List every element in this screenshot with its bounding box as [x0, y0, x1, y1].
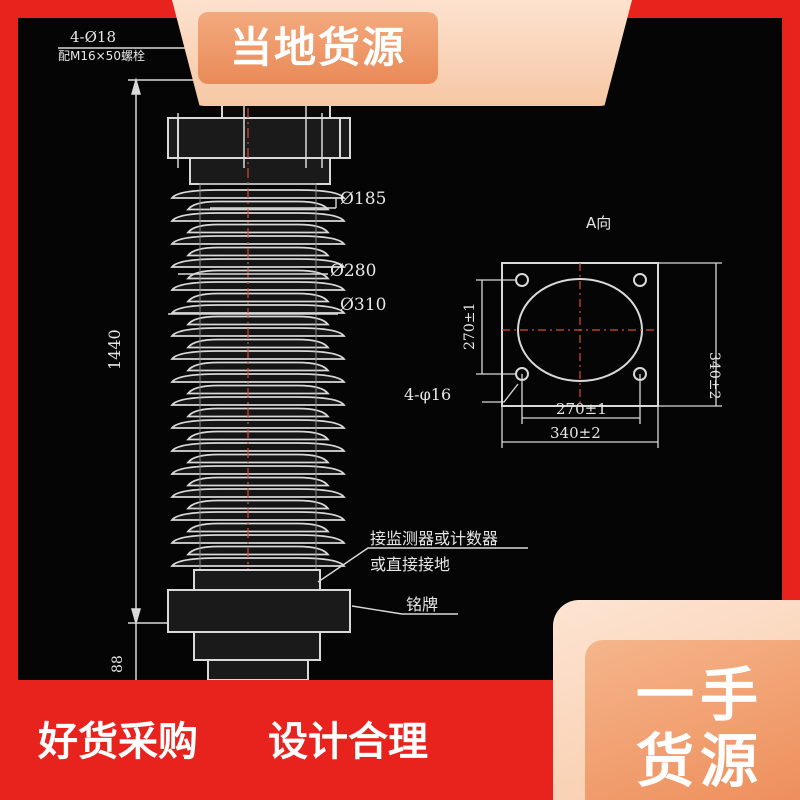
note-leaders — [317, 547, 528, 615]
outer-width-label: 340±2 — [550, 424, 601, 442]
insulator-shed — [186, 315, 330, 326]
counter-note-2: 或直接接地 — [370, 555, 450, 574]
insulator-shed — [170, 258, 346, 268]
insulator-shed — [170, 511, 346, 521]
insulator-shed — [186, 522, 330, 533]
insulator-shed — [186, 246, 330, 257]
insulator-shed — [170, 488, 346, 498]
insulator-shed — [186, 476, 330, 487]
top-tab-inner — [198, 12, 438, 84]
insulator-sheds — [170, 189, 346, 567]
nameplate-note: 铭牌 — [406, 595, 438, 614]
insulator-shed — [186, 453, 330, 464]
top-bolt-note: 配M16×50螺栓 — [58, 48, 145, 63]
inner-width-label: 270±1 — [556, 400, 607, 418]
diameter-310-label: Ø310 — [340, 295, 386, 315]
insulator-shed — [170, 465, 346, 475]
base-plate-centerlines — [502, 263, 658, 406]
arrester-drawing-svg: 1440 88 — [58, 28, 722, 680]
insulator-shed — [186, 407, 330, 418]
insulator-shed — [170, 442, 346, 452]
inner-height-label: 270±1 — [462, 303, 478, 350]
insulator-shed — [186, 430, 330, 441]
corner-badge-inner — [585, 640, 800, 800]
outer-height-label: 340±2 — [706, 352, 722, 399]
height-label: 1440 — [105, 329, 124, 370]
insulator-shed — [170, 350, 346, 360]
insulator-shed — [186, 384, 330, 395]
bottom-flange — [167, 569, 351, 680]
diameter-185-label: Ø185 — [340, 189, 386, 209]
bottom-dim-label: 88 — [110, 655, 126, 673]
corner-line-2: 货源 — [635, 727, 764, 795]
view-a-label: A向 — [586, 214, 611, 232]
technical-drawing: 1440 88 — [18, 18, 782, 680]
base-plate-dimensions — [476, 262, 722, 448]
insulator-shed — [170, 557, 346, 567]
counter-note-1: 接监测器或计数器 — [370, 529, 498, 548]
insulator-shed — [170, 189, 346, 199]
insulator-shed — [186, 292, 330, 303]
insulator-shed — [186, 223, 330, 234]
diameter-leaders — [168, 198, 338, 315]
insulator-shed — [170, 327, 346, 337]
corner-line-1: 一手 — [635, 661, 764, 729]
insulator-shed — [170, 534, 346, 544]
diameter-280-label: Ø280 — [330, 261, 376, 281]
insulator-shed — [170, 419, 346, 429]
insulator-shed — [170, 235, 346, 245]
insulator-shed — [186, 545, 330, 556]
top-tab-label: 当地货源 — [229, 23, 406, 72]
top-bolts — [177, 103, 323, 168]
insulator-shed — [186, 361, 330, 372]
bottom-left-slogan: 好货采购 — [38, 719, 198, 765]
insulator-shed — [186, 499, 330, 510]
hole-note: 4-φ16 — [404, 385, 451, 404]
bottom-middle-slogan: 设计合理 — [268, 719, 428, 765]
insulator-shed — [170, 373, 346, 383]
insulator-shed — [170, 281, 346, 291]
insulator-shed — [170, 212, 346, 222]
insulator-shed — [170, 396, 346, 406]
insulator-shed — [186, 338, 330, 349]
top-hole-note: 4-Ø18 — [70, 28, 116, 46]
insulator-shed — [170, 304, 346, 314]
